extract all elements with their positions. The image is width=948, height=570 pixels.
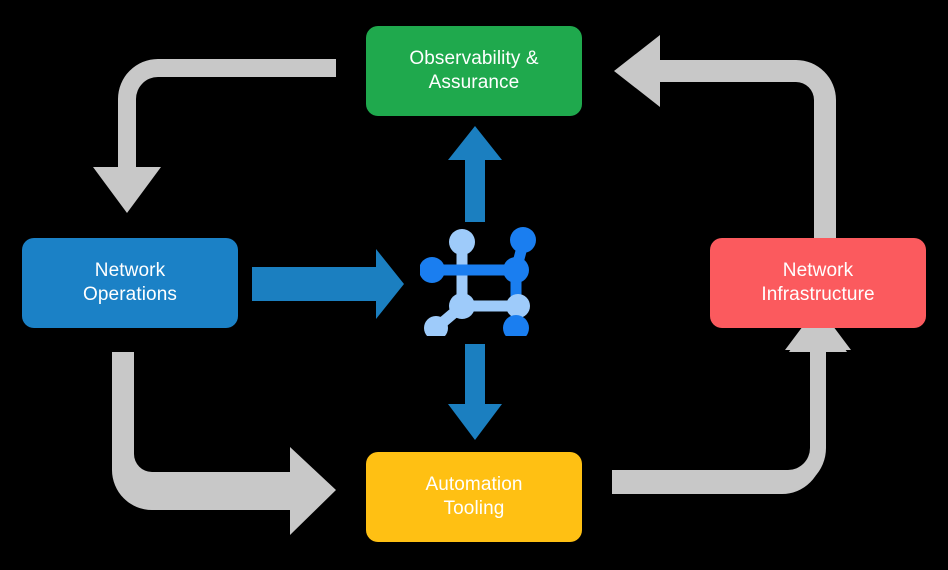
cycle-arrow-observability-to-operations-body xyxy=(93,59,336,213)
node-label-network-operations: Network Operations xyxy=(83,259,177,305)
network-mesh-light-nodes xyxy=(424,229,530,336)
flow-arrow-center-to-automation xyxy=(448,344,502,440)
cycle-arrow-infrastructure-to-observability xyxy=(614,35,836,240)
node-label-network-infrastructure: Network Infrastructure xyxy=(761,259,875,305)
node-label-automation-tooling: Automation Tooling xyxy=(425,473,523,519)
node-label-observability-assurance: Observability & Assurance xyxy=(409,47,539,93)
network-mesh-icon xyxy=(420,227,536,336)
node-box-observability-assurance[interactable]: Observability & Assurance xyxy=(366,26,582,116)
network-mesh-dark-nodes xyxy=(420,227,536,336)
flow-arrow-operations-to-center xyxy=(252,249,404,319)
cycle-arrow-operations-to-automation xyxy=(112,352,336,535)
flow-arrow-center-to-observability xyxy=(448,126,502,222)
node-box-network-operations[interactable]: Network Operations xyxy=(22,238,238,328)
node-box-automation-tooling[interactable]: Automation Tooling xyxy=(366,452,582,542)
cycle-arrow-automation-to-infrastructure-body xyxy=(612,306,851,490)
network-mesh-light-links xyxy=(428,238,522,334)
node-box-network-infrastructure[interactable]: Network Infrastructure xyxy=(710,238,926,328)
